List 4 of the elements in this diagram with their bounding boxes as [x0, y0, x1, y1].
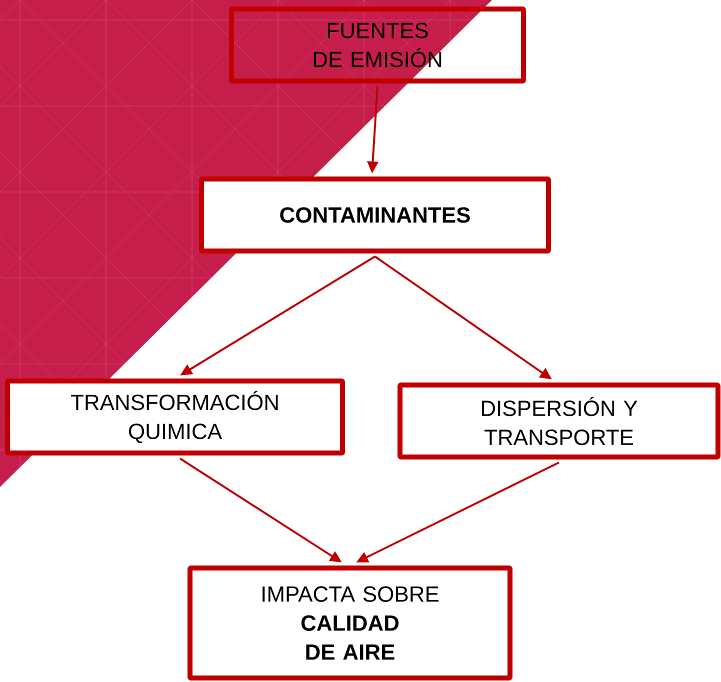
title-box: CONTAMINANTES: [199, 176, 551, 254]
process-box: IMPACTA SOBRE CALIDAD DE AIRE: [188, 566, 512, 680]
process-box: TRANSFORMACIÓN QUIMICA: [5, 378, 345, 456]
process-box: DISPERSIÓN Y TRANSPORTE: [398, 382, 720, 460]
